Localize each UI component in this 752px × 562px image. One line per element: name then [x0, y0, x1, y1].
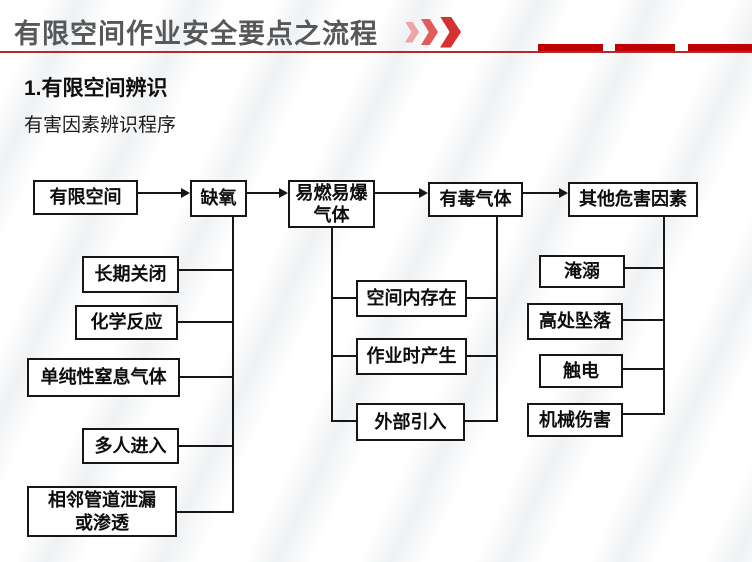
- connector-line: [247, 192, 281, 194]
- connector-line: [375, 192, 421, 194]
- flow-node-toxic-gas: 有毒气体: [428, 182, 523, 217]
- triple-chevron-right-icon: [405, 16, 461, 48]
- flow-node-external-ingress: 外部引入: [356, 403, 465, 441]
- section-heading: 1.有限空间辨识: [24, 77, 168, 100]
- connector-line: [331, 228, 333, 422]
- connector-line: [523, 192, 561, 194]
- connector-line: [663, 217, 665, 415]
- connector-line: [467, 297, 497, 299]
- connector-line: [332, 297, 356, 299]
- connector-line: [179, 269, 233, 271]
- flow-node-long-term-closure: 长期关闭: [82, 256, 179, 293]
- connector-line: [467, 355, 497, 357]
- connector-line: [623, 413, 664, 415]
- arrowhead-icon: [181, 188, 190, 198]
- connector-line: [465, 420, 497, 422]
- connector-line: [496, 217, 498, 422]
- arrowhead-icon: [559, 188, 568, 198]
- flow-node-flammable-gas: 易燃易爆 气体: [288, 180, 375, 228]
- chevron-right-icon: [421, 19, 438, 45]
- connector-line: [623, 319, 664, 321]
- flow-node-electric-shock: 触电: [539, 354, 623, 388]
- flow-node-produced-by-work: 作业时产生: [356, 338, 467, 375]
- red-dash-icon: [688, 44, 752, 51]
- flow-node-adjacent-pipe-leak: 相邻管道泄漏 或渗透: [27, 486, 177, 537]
- arrowhead-icon: [279, 188, 288, 198]
- connector-line: [623, 368, 664, 370]
- connector-line: [332, 355, 356, 357]
- connector-line: [180, 376, 233, 378]
- header-divider: [0, 51, 752, 53]
- red-dash-icon: [538, 44, 603, 51]
- arrowhead-icon: [419, 188, 428, 198]
- flow-node-present-in-space: 空间内存在: [356, 280, 467, 317]
- page-title: 有限空间作业安全要点之流程: [14, 19, 378, 49]
- flow-node-multiple-entrants: 多人进入: [82, 428, 179, 464]
- connector-line: [332, 420, 356, 422]
- flow-node-oxygen-deficiency: 缺氧: [190, 180, 247, 217]
- chevron-right-icon: [405, 21, 419, 43]
- chevron-right-icon: [440, 16, 461, 48]
- section-subheading: 有害因素辨识程序: [24, 115, 177, 136]
- connector-line: [232, 217, 234, 513]
- red-dash-icon: [615, 44, 675, 51]
- connector-line: [177, 511, 233, 513]
- flow-node-other-hazards: 其他危害因素: [568, 182, 698, 217]
- flow-node-chemical-reaction: 化学反应: [75, 305, 178, 340]
- flow-node-mechanical-injury: 机械伤害: [527, 403, 623, 437]
- connector-line: [179, 445, 233, 447]
- flow-node-fall-from-height: 高处坠落: [527, 303, 623, 340]
- connector-line: [178, 321, 233, 323]
- connector-line: [625, 267, 664, 269]
- flow-node-drowning: 淹溺: [539, 255, 625, 288]
- flow-node-confined-space: 有限空间: [33, 180, 138, 215]
- connector-line: [138, 192, 183, 194]
- flow-node-simple-asphyxiant: 单纯性窒息气体: [27, 358, 180, 397]
